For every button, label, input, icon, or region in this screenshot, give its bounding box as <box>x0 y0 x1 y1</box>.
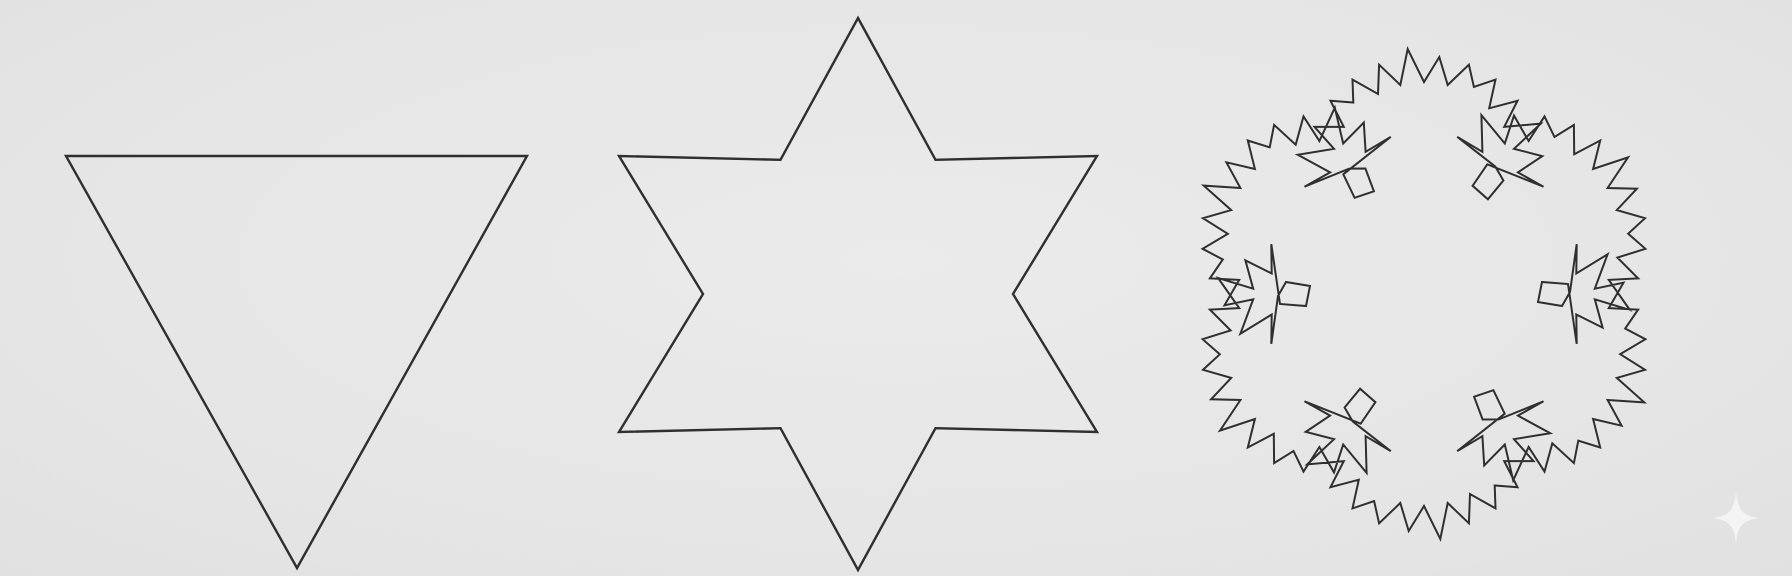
hexagram-shape <box>616 15 1100 573</box>
sparkle-icon <box>1712 492 1760 544</box>
inverted-triangle-shape <box>63 154 530 571</box>
jagged-snowflake-shape <box>1200 45 1648 543</box>
